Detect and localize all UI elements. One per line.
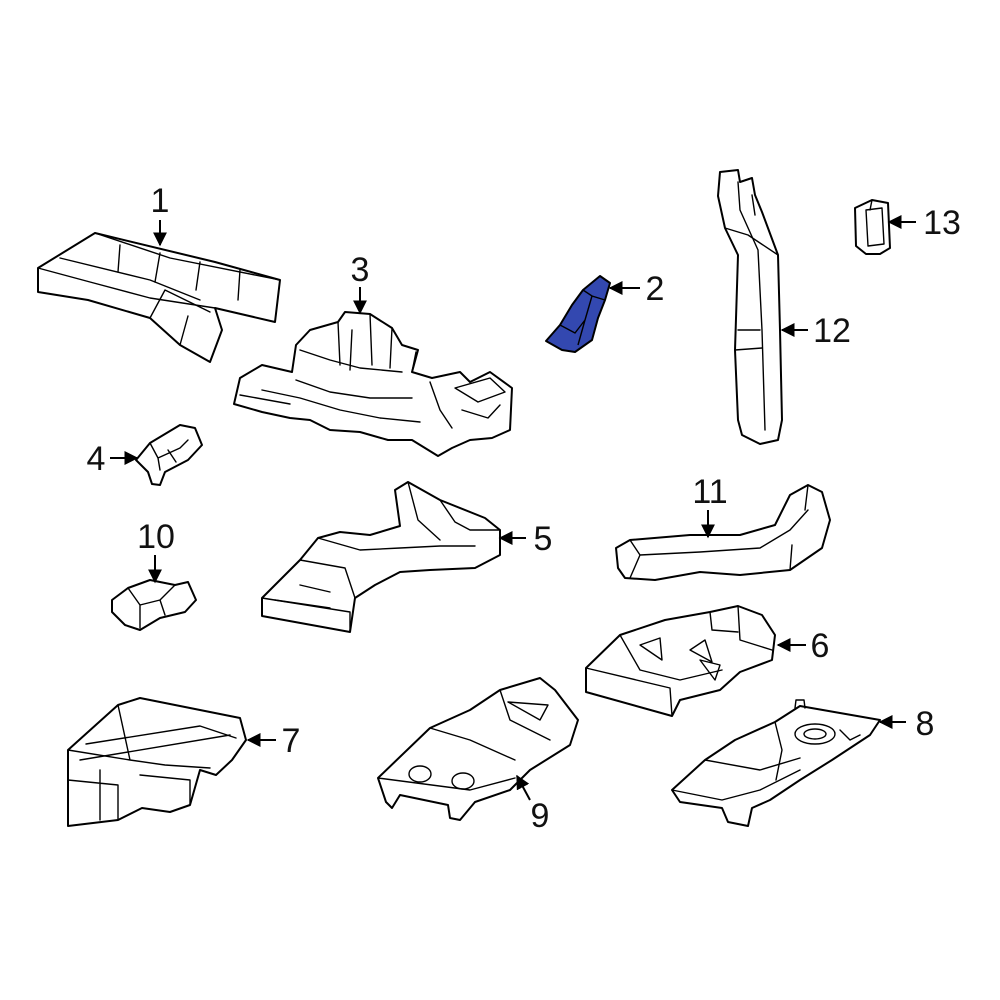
- callout-11: 11: [692, 473, 727, 511]
- callout-6: 6: [811, 627, 830, 665]
- callout-10: 10: [137, 518, 175, 556]
- part-13-clip[interactable]: [854, 199, 891, 255]
- part-11-curved-duct[interactable]: [615, 484, 831, 581]
- callout-labels: 1 2 3 4 5 6 7 8 9 10 11 12 13: [87, 182, 961, 835]
- callout-1: 1: [151, 182, 170, 220]
- part-8-tray[interactable]: [671, 699, 881, 827]
- callout-2: 2: [646, 270, 665, 308]
- part-10-bracket[interactable]: [111, 579, 197, 631]
- callout-13: 13: [923, 204, 961, 242]
- callout-leaders: [110, 215, 916, 801]
- part-1-duct[interactable]: [37, 232, 281, 363]
- part-9-duct[interactable]: [377, 677, 579, 821]
- callout-12: 12: [813, 312, 851, 350]
- callout-7: 7: [282, 722, 301, 760]
- leader-9: [516, 774, 531, 801]
- part-12-vertical-duct[interactable]: [717, 169, 783, 445]
- part-5-duct[interactable]: [261, 481, 501, 633]
- part-3-hvac-housing[interactable]: [233, 311, 513, 457]
- callout-8: 8: [916, 705, 935, 743]
- callout-5: 5: [534, 520, 553, 558]
- part-6-duct[interactable]: [585, 605, 776, 717]
- part-4-bracket[interactable]: [135, 424, 203, 486]
- part-2-bracket[interactable]: [545, 275, 611, 353]
- callout-4: 4: [87, 440, 106, 478]
- callout-9: 9: [531, 797, 550, 835]
- part-7-duct[interactable]: [67, 697, 247, 827]
- callout-3: 3: [351, 251, 370, 289]
